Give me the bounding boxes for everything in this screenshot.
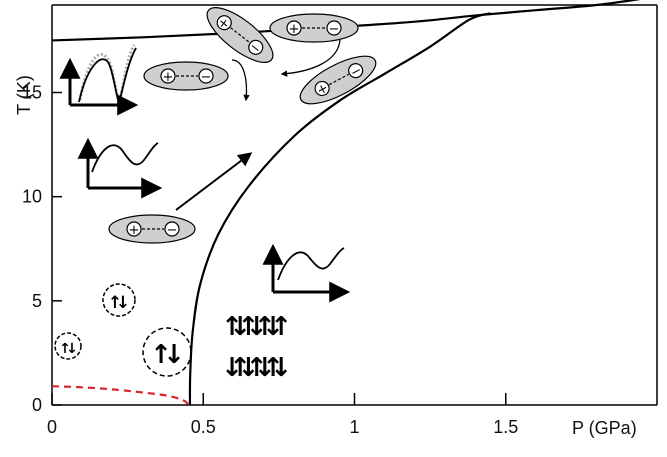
plus-ion-icon <box>160 68 176 84</box>
ion-pair-top-left: + − <box>206 7 274 63</box>
spin-arrow-1-0: ↓ <box>221 353 243 383</box>
minus-ion-icon <box>164 221 180 237</box>
spin-pair-circle-medium: ↑ ↓ <box>102 283 136 317</box>
ion-pair-top-center: + − <box>269 13 359 43</box>
y-tick-label-3: 15 <box>22 83 42 103</box>
plus-ion-icon <box>126 221 142 237</box>
spin-down-icon: ↓ <box>66 341 78 357</box>
spin-arrow-0-2: ↑ <box>238 312 260 342</box>
energy-well-curve-right <box>277 247 345 281</box>
spin-arrow-0-1: ↓ <box>229 312 251 342</box>
y-tick-label-1: 5 <box>32 291 42 311</box>
diagonal-arrow <box>175 152 253 211</box>
y-tick-label-0: 0 <box>32 395 42 415</box>
plus-ion-icon <box>216 15 232 31</box>
spin-arrow-1-4: ↓ <box>254 353 276 383</box>
minus-ion-icon <box>326 20 342 36</box>
spin-pair-circle-large: ↑ ↓ <box>142 327 192 377</box>
minus-ion-icon <box>348 63 364 79</box>
spin-arrow-0-4: ↑ <box>254 312 276 342</box>
spin-arrow-1-1: ↑ <box>229 353 251 383</box>
energy-well-curve-left <box>91 142 159 173</box>
plus-ion-icon <box>286 20 302 36</box>
minus-ion-icon <box>248 39 264 55</box>
x-axis-label: P (GPa) <box>572 418 637 438</box>
spin-arrow-1-3: ↑ <box>246 353 268 383</box>
y-tick-label-2: 10 <box>22 187 42 207</box>
spin-up-icon: ↑ <box>150 340 172 370</box>
plus-ion-symbol: + <box>163 70 174 85</box>
series-layer <box>51 0 641 406</box>
series-line-0 <box>51 0 641 42</box>
curved-arrow-left <box>231 59 250 102</box>
x-tick-label-0: 0 <box>47 417 57 437</box>
double-well-inset <box>59 44 139 116</box>
double-well-curve <box>78 47 137 106</box>
y-ticks: 0 5 10 15 <box>22 83 62 415</box>
minus-ion-icon <box>198 68 214 84</box>
minus-ion-symbol: − <box>167 223 178 238</box>
plus-ion-symbol: + <box>129 223 140 238</box>
spin-arrow-1-2: ↓ <box>238 353 260 383</box>
spin-down-icon: ↓ <box>116 293 130 313</box>
dashed-circle <box>54 332 82 360</box>
spin-array: ↑↓↑↓↑↓↑↓↑↓↑↓↑↓ <box>221 312 292 383</box>
x-ticks: 0 0.5 1 1.5 <box>47 393 518 437</box>
plot-frame <box>51 4 658 406</box>
dashed-circle <box>102 283 136 317</box>
plus-ion-icon <box>314 80 330 97</box>
y-axis-label: T (K) <box>14 75 34 115</box>
x-tick-label-2: 1 <box>349 417 359 437</box>
spin-up-icon: ↑ <box>108 293 122 313</box>
x-tick-label-1: 0.5 <box>191 417 216 437</box>
curved-arrow-right <box>280 39 341 77</box>
dashed-circle <box>142 327 192 377</box>
minus-ion-symbol: − <box>329 22 340 37</box>
spin-arrow-0-6: ↑ <box>270 312 292 342</box>
double-well-shaded-curve <box>78 44 136 102</box>
series-line-2 <box>51 385 189 405</box>
spin-pair-circle-small: ↑ ↓ <box>54 332 82 360</box>
energy-well-inset-right <box>262 243 351 303</box>
energy-well-inset-left <box>77 137 163 199</box>
spin-arrow-1-6: ↓ <box>270 353 292 383</box>
series-line-1 <box>188 12 491 406</box>
ion-bond-dashed <box>328 73 349 86</box>
plus-ion-symbol: + <box>289 22 300 37</box>
ion-pair-bottom: + − <box>108 214 196 244</box>
spin-down-icon: ↓ <box>163 340 185 370</box>
spin-arrow-0-3: ↓ <box>246 312 268 342</box>
minus-ion-symbol: − <box>201 70 212 85</box>
ion-bond-dashed <box>230 27 250 43</box>
x-tick-label-3: 1.5 <box>493 417 518 437</box>
ion-pair-left: + − <box>143 61 229 91</box>
spin-up-icon: ↑ <box>59 341 71 357</box>
spin-arrow-0-0: ↑ <box>221 312 243 342</box>
spin-arrow-1-5: ↑ <box>262 353 284 383</box>
spin-arrow-0-5: ↓ <box>262 312 284 342</box>
ion-pair-right: + − <box>299 55 377 105</box>
